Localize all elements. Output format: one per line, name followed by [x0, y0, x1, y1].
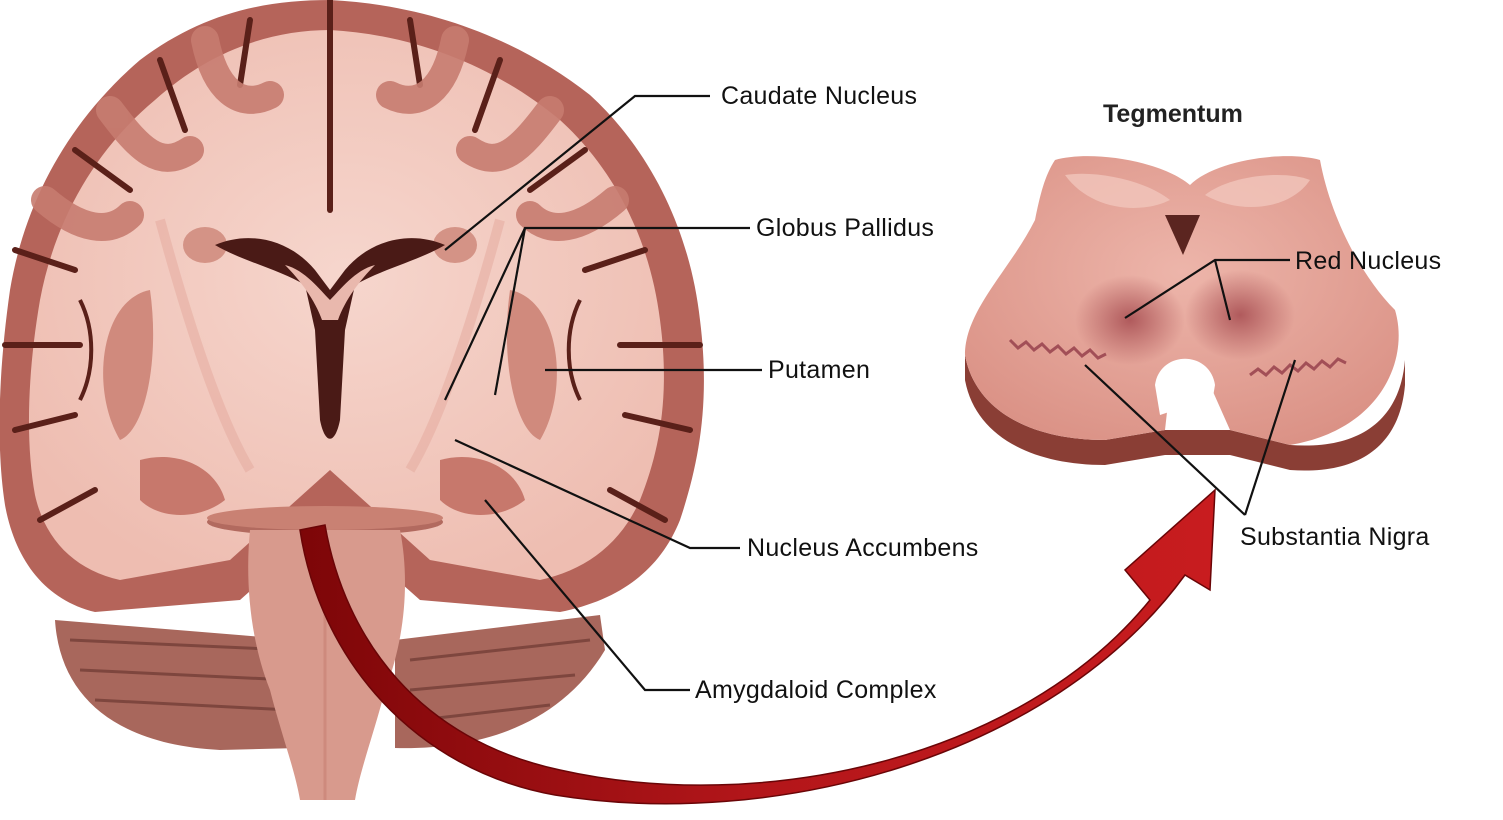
leader-caudate-nucleus: [444, 94, 710, 251]
label-amygdaloid-complex: Amygdaloid Complex: [695, 676, 937, 704]
leader-substantia-nigra-a: [1084, 364, 1246, 516]
label-substantia-nigra: Substantia Nigra: [1240, 523, 1430, 551]
leader-lines: [444, 94, 1297, 692]
leader-red-nucleus-b: [1213, 259, 1232, 321]
curved-arrow: [299, 488, 1216, 805]
label-globus-pallidus: Globus Pallidus: [756, 214, 934, 242]
coronal-brain-section: [0, 0, 704, 800]
tegmentum-title: Tegmentum: [1103, 100, 1243, 128]
brainstem: [248, 530, 405, 800]
label-caudate-nucleus: Caudate Nucleus: [721, 82, 917, 110]
amygdala-region: [140, 456, 225, 515]
leader-nucleus-accumbens: [454, 439, 740, 550]
lateral-ventricles: [215, 238, 445, 439]
leader-globus-pallidus-b: [493, 227, 527, 396]
caudate-nucleus-region: [433, 227, 477, 263]
label-red-nucleus: Red Nucleus: [1295, 247, 1441, 275]
label-putamen: Putamen: [768, 356, 870, 384]
substantia-nigra-right: [1249, 357, 1347, 377]
putamen-region: [506, 290, 557, 440]
cerebellum: [55, 615, 605, 750]
tegmentum-section: [965, 156, 1405, 471]
leader-amygdaloid-complex: [484, 499, 690, 692]
substantia-nigra-left: [1008, 338, 1107, 360]
label-nucleus-accumbens: Nucleus Accumbens: [747, 534, 979, 562]
leader-substantia-nigra-b: [1243, 359, 1297, 516]
red-nucleus-right: [1185, 270, 1295, 360]
tegmentum-top-surface: [965, 156, 1399, 445]
